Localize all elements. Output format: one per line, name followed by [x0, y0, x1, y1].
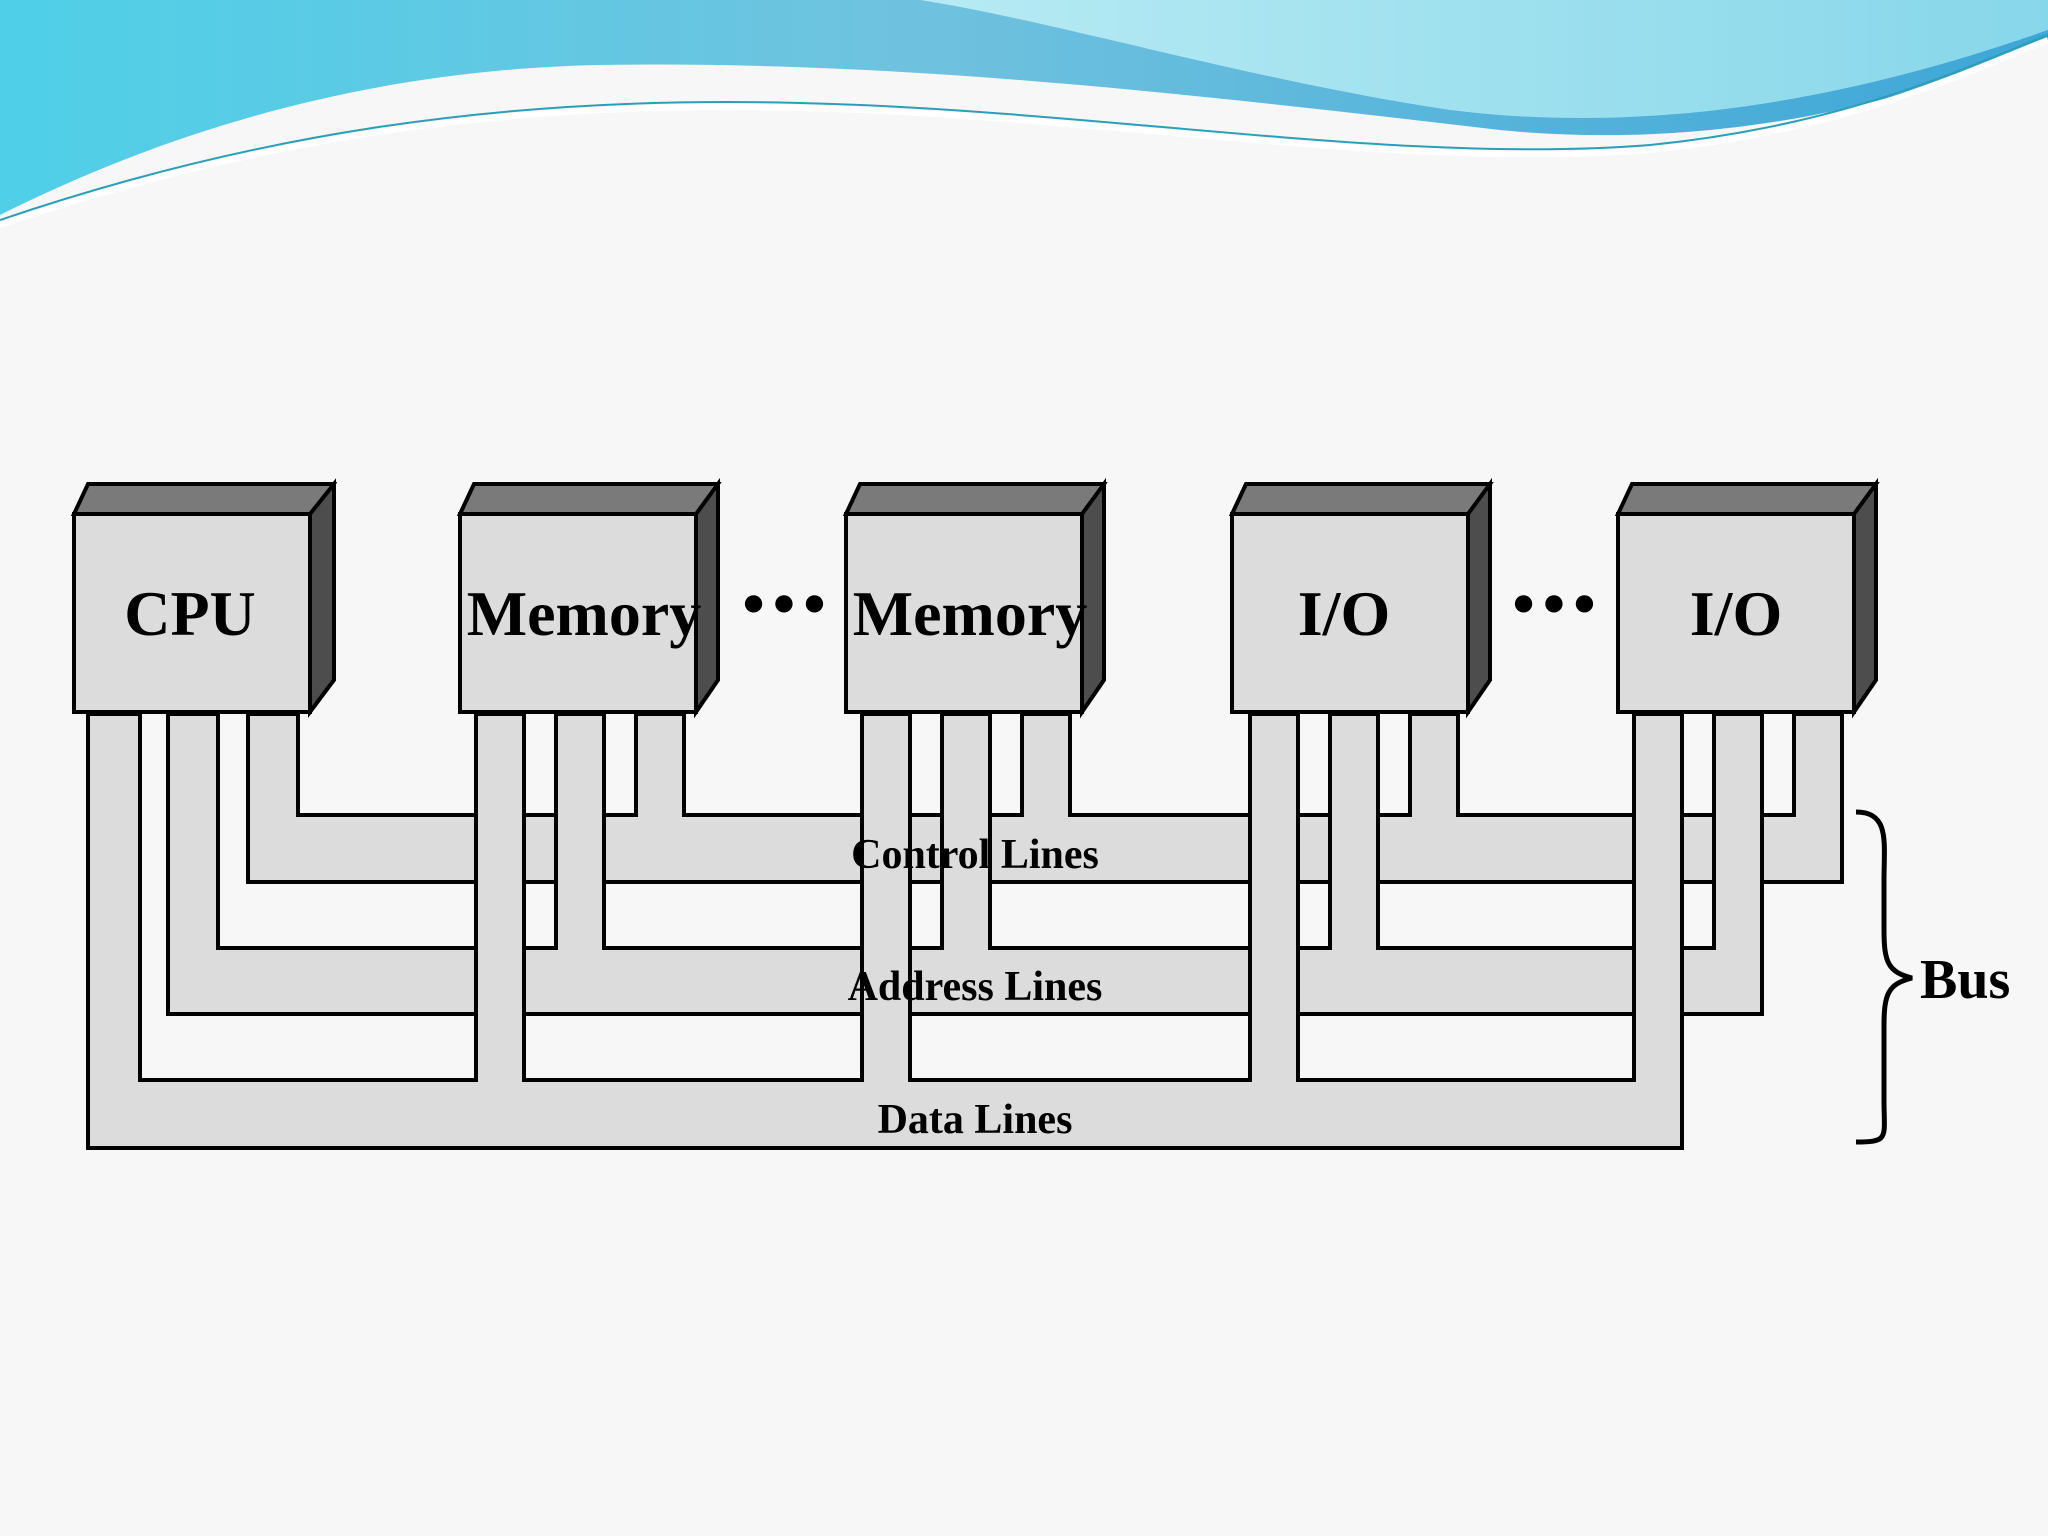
control-lines-label: Control Lines	[851, 832, 1099, 878]
data-lines-label: Data Lines	[878, 1097, 1073, 1143]
module-label: CPU	[124, 578, 256, 649]
module-label: I/O	[1298, 578, 1390, 649]
module-cpu: CPU	[70, 478, 338, 718]
module-io: I/O	[1228, 477, 1494, 719]
address-lines-label: Address Lines	[848, 964, 1103, 1010]
module-io: I/O	[1614, 477, 1880, 719]
module-memory: Memory	[456, 477, 722, 719]
module-label: Memory	[467, 578, 702, 649]
module-memory: Memory	[842, 477, 1108, 719]
header-wave	[0, 0, 2048, 228]
bus-brace	[1855, 809, 1913, 1145]
ellipsis: •••	[1512, 568, 1603, 639]
bus-wiring	[86, 712, 1844, 1150]
ellipsis: •••	[742, 568, 833, 639]
module-label: Memory	[853, 578, 1088, 649]
module-label: I/O	[1690, 578, 1782, 649]
bus-label: Bus	[1920, 949, 2010, 1011]
